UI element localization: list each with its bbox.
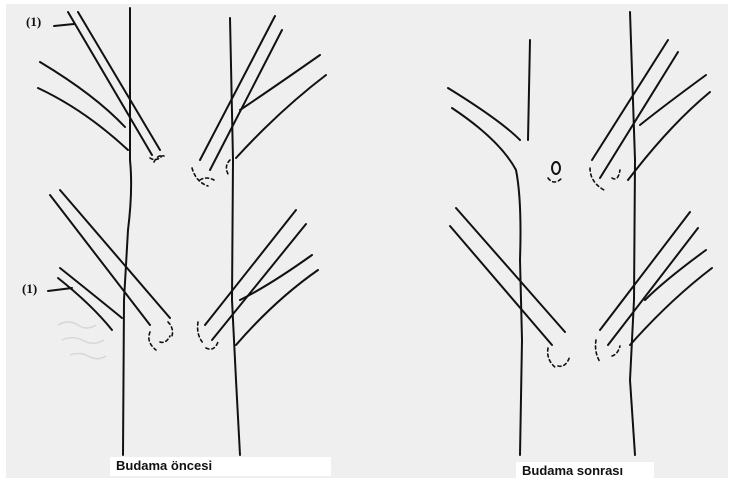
callout-top-leader [54, 24, 74, 26]
tree-before-pruning [38, 8, 326, 455]
callout-label-bottom: (1) [22, 281, 37, 297]
callout-bottom-leader [48, 288, 72, 291]
bottom-right-upper-branch [205, 210, 296, 325]
bottom-left-upper-branch [50, 195, 150, 325]
after-top-right-lower-branch [640, 75, 706, 125]
scan-artifacts [58, 322, 106, 359]
after-left-trunk [528, 40, 530, 140]
after-top-right-upper-branch [592, 40, 668, 160]
callout-label-top: (1) [26, 14, 41, 30]
tree-after-pruning [448, 12, 712, 455]
caption-before-pruning: Budama öncesi [110, 457, 331, 476]
left-trunk-outer-edge [123, 8, 131, 455]
pruning-scar [552, 162, 560, 174]
right-trunk-outer-edge [230, 18, 240, 455]
top-right-upper-branch [200, 16, 275, 160]
after-right-trunk [630, 12, 635, 455]
after-bottom-left-branch [456, 208, 565, 332]
top-right-lower-branch [240, 55, 320, 110]
caption-after-pruning: Budama sonrası [516, 462, 654, 479]
after-bottom-right-upper-branch [600, 212, 690, 330]
